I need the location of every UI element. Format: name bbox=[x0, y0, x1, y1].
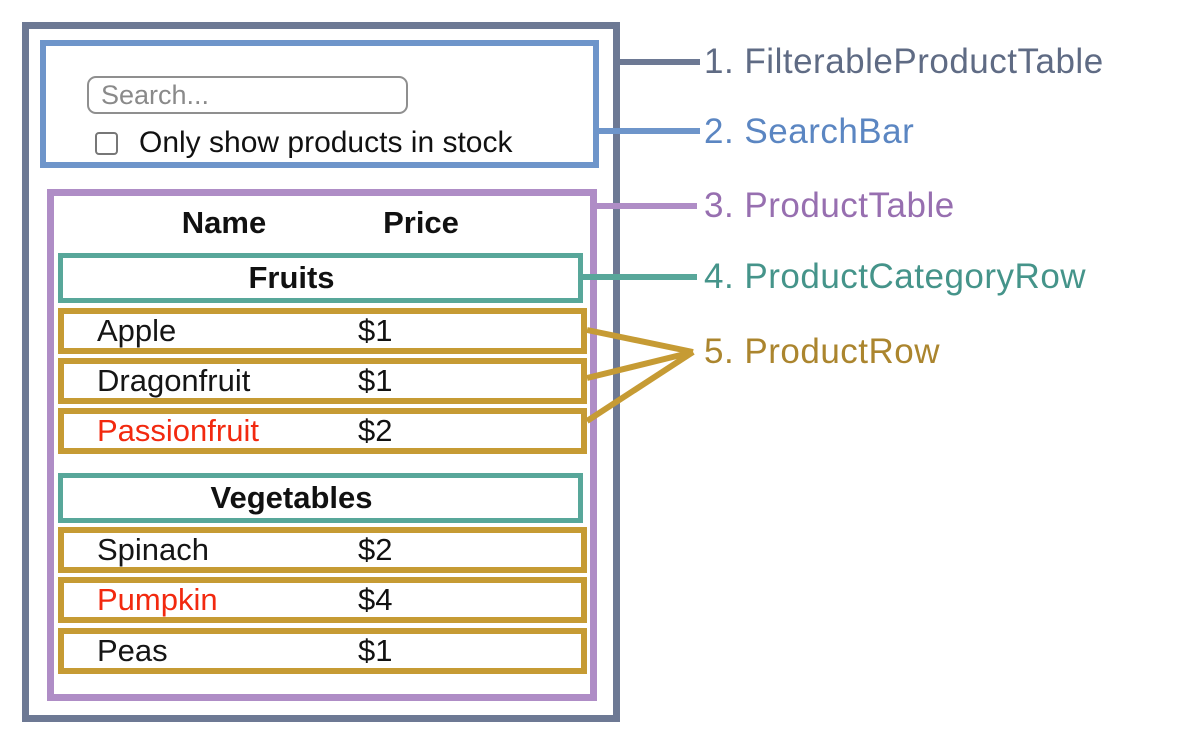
category-label: Vegetables bbox=[210, 480, 373, 515]
product-row-passionfruit: Passionfruit $2 bbox=[58, 408, 587, 454]
connector-line-search-bar bbox=[599, 128, 700, 134]
legend-product-row: 5. ProductRow bbox=[704, 332, 941, 371]
category-row-fruits: Fruits bbox=[58, 253, 583, 303]
name-column-header: Name bbox=[181, 205, 267, 240]
search-input[interactable] bbox=[87, 76, 408, 114]
product-price: $2 bbox=[358, 532, 393, 567]
legend-filterable-product-table: 1. FilterableProductTable bbox=[704, 42, 1104, 81]
in-stock-filter-row: Only show products in stock bbox=[95, 126, 513, 159]
legend-search-bar: 2. SearchBar bbox=[704, 112, 915, 151]
product-price: $4 bbox=[358, 582, 393, 617]
product-name: Dragonfruit bbox=[97, 363, 251, 398]
product-name: Peas bbox=[97, 633, 168, 668]
legend-product-table: 3. ProductTable bbox=[704, 186, 955, 225]
product-name: Spinach bbox=[97, 532, 210, 567]
product-row-peas: Peas $1 bbox=[58, 628, 587, 674]
product-name: Pumpkin bbox=[97, 582, 218, 617]
product-row-pumpkin: Pumpkin $4 bbox=[58, 577, 587, 623]
search-bar-box: Only show products in stock bbox=[40, 40, 599, 168]
product-row-spinach: Spinach $2 bbox=[58, 527, 587, 573]
product-price: $2 bbox=[358, 413, 393, 448]
in-stock-checkbox-label: Only show products in stock bbox=[139, 126, 513, 159]
product-row-apple: Apple $1 bbox=[58, 308, 587, 354]
in-stock-checkbox[interactable] bbox=[95, 131, 118, 155]
connector-line-filterable-product-table bbox=[620, 59, 700, 65]
product-price: $1 bbox=[358, 633, 393, 668]
product-row-dragonfruit: Dragonfruit $1 bbox=[58, 358, 587, 404]
category-row-vegetables: Vegetables bbox=[58, 473, 583, 523]
product-table-box: Name Price Fruits Apple $1 Dragonfruit $… bbox=[47, 189, 597, 701]
price-column-header: Price bbox=[383, 205, 459, 240]
product-name: Apple bbox=[97, 313, 177, 348]
legend-product-category-row: 4. ProductCategoryRow bbox=[704, 257, 1087, 296]
product-name: Passionfruit bbox=[97, 413, 259, 448]
category-label: Fruits bbox=[248, 260, 335, 295]
connector-line-product-table bbox=[597, 203, 697, 209]
product-price: $1 bbox=[358, 363, 393, 398]
connector-line-product-category-row bbox=[583, 274, 697, 280]
product-price: $1 bbox=[358, 313, 393, 348]
